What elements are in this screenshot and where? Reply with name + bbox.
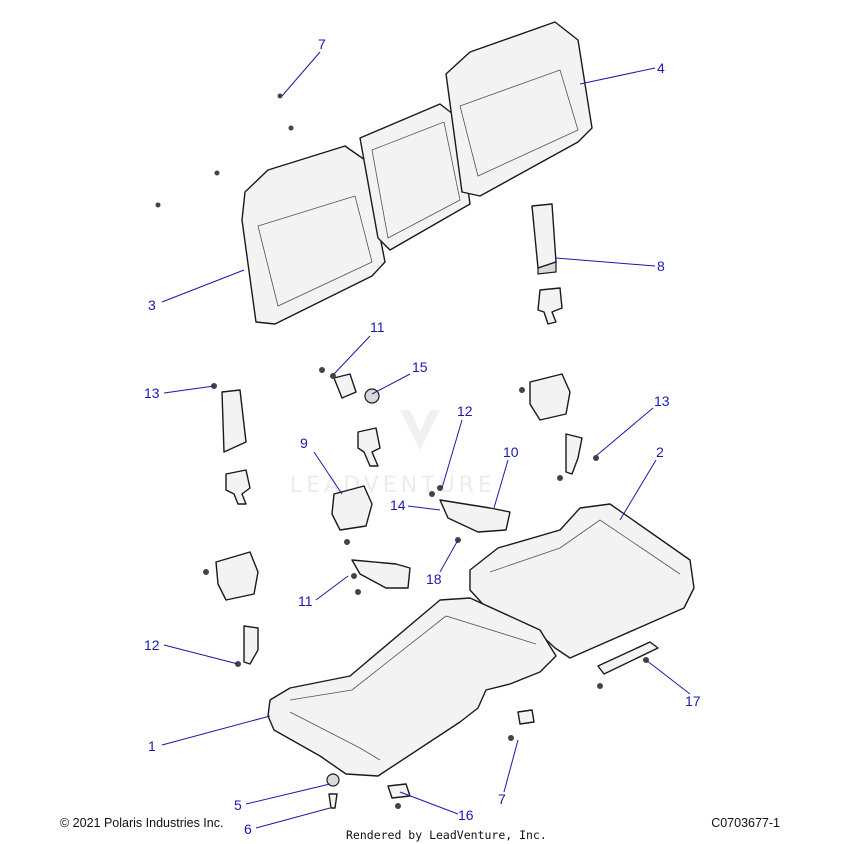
retractor-upper-right: [531, 203, 557, 269]
callout-5: 5: [234, 797, 242, 813]
callout-12-bottom: 12: [144, 637, 160, 653]
drawing-number: C0703677-1: [711, 816, 780, 830]
backrest-assembly: [241, 21, 593, 325]
callout-15: 15: [412, 359, 428, 375]
leader-lines: [161, 51, 691, 829]
buckle-upper-right: [537, 287, 563, 325]
callout-7-top: 7: [318, 36, 326, 52]
callout-7-bottom: 7: [498, 791, 506, 807]
cover-center: [331, 485, 373, 531]
callout-labels: 7 4 8 3 11 15 13 13 12 9 10 2 14 18 11 1…: [144, 36, 701, 837]
rendered-by-text: Rendered by LeadVenture, Inc.: [346, 828, 547, 842]
grommet: [326, 773, 340, 787]
callout-17: 17: [685, 693, 701, 709]
callout-11-top: 11: [370, 319, 385, 335]
push-pin: [328, 793, 338, 809]
bracket-left: [243, 625, 259, 665]
clip-right: [517, 709, 535, 725]
anchor-plate: [333, 373, 357, 399]
harness-center: [439, 499, 511, 533]
bracket-right: [565, 433, 583, 475]
callout-2: 2: [656, 444, 664, 460]
cover-right: [529, 373, 571, 421]
buckle-center: [357, 427, 381, 467]
mount-bar: [597, 641, 659, 675]
callout-14: 14: [390, 497, 406, 513]
backrest-left: [241, 145, 386, 325]
retractor-left: [221, 389, 247, 453]
callout-18: 18: [426, 571, 442, 587]
seat-bottom-left: [267, 597, 557, 777]
copyright-text: © 2021 Polaris Industries Inc.: [60, 816, 224, 830]
callout-1: 1: [148, 738, 156, 754]
callout-4: 4: [657, 60, 665, 76]
seat-bottoms: [267, 503, 695, 777]
leadventure-watermark: LEADVENTURE: [290, 410, 496, 498]
mount-hardware: [203, 367, 659, 809]
backrest-right: [445, 21, 593, 197]
callout-8: 8: [657, 258, 665, 274]
watermark-text: LEADVENTURE: [290, 473, 496, 498]
clip-bottom: [387, 783, 411, 799]
callout-6: 6: [244, 821, 252, 837]
harness-lower: [351, 559, 411, 589]
cover-left: [215, 551, 259, 601]
callout-13-right: 13: [654, 393, 670, 409]
callout-12-top: 12: [457, 403, 473, 419]
callout-16: 16: [458, 807, 474, 823]
callout-10: 10: [503, 444, 519, 460]
callout-11-bottom: 11: [298, 593, 313, 609]
callout-3: 3: [148, 297, 156, 313]
screws-top: [155, 93, 294, 208]
callout-9: 9: [300, 435, 308, 451]
callout-13-left: 13: [144, 385, 160, 401]
buckle-left: [225, 469, 251, 505]
backrest-center: [359, 103, 471, 251]
seat-belt-hardware: [215, 203, 583, 665]
